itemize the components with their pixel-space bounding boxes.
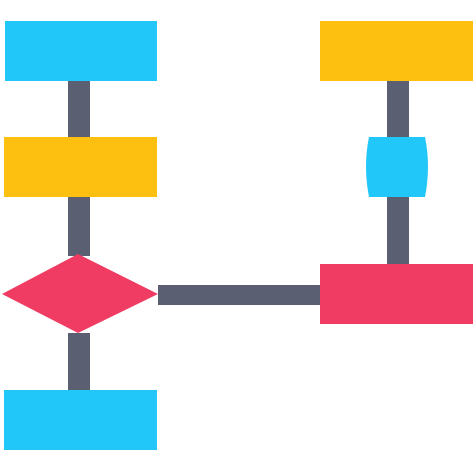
right-process-node [320, 264, 473, 324]
connector-decision-to-right-process [158, 285, 322, 305]
decision-node [2, 254, 158, 333]
connector-top-right-to-barrel [387, 79, 409, 137]
connector-start-to-process [68, 78, 90, 140]
start-process-node [5, 21, 157, 81]
connector-barrel-to-right-process [387, 196, 409, 266]
right-top-process-node [320, 21, 473, 81]
connector-process-to-decision [68, 194, 90, 256]
end-process-node [4, 390, 157, 450]
process-step-node [4, 137, 157, 197]
connector-decision-to-end [68, 333, 90, 393]
connector-node [366, 137, 428, 197]
